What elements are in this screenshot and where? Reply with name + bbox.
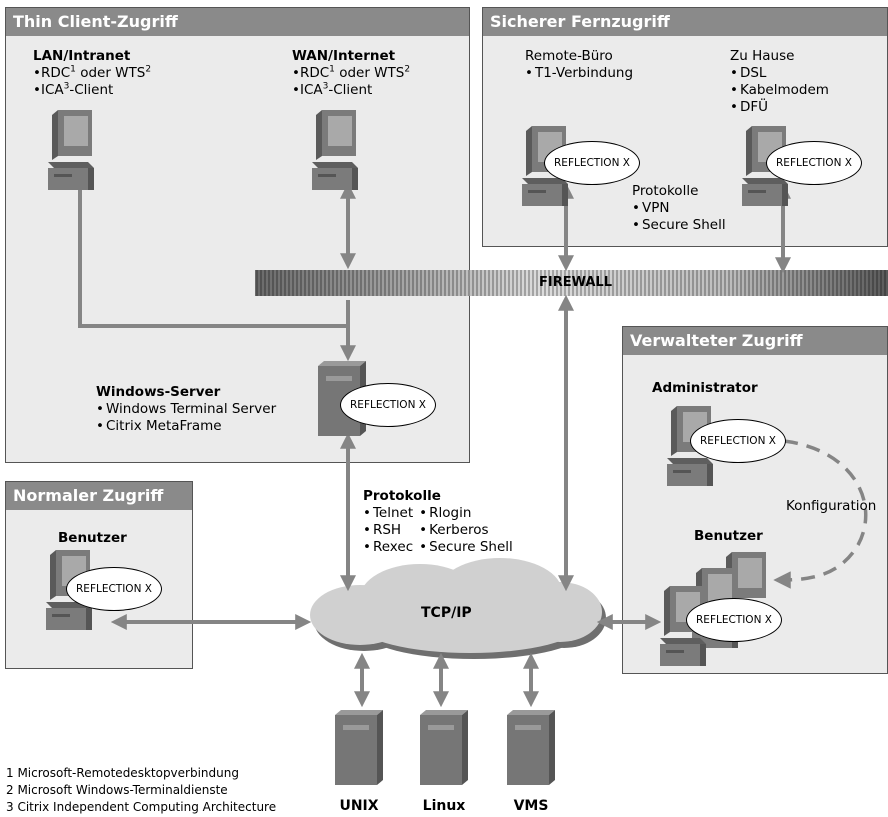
panel-secure-remote-title: Sicherer Fernzugriff [483, 8, 887, 36]
server-label-linux: Linux [422, 798, 466, 814]
network-label: TCP/IP [421, 605, 472, 621]
windows-server-heading: Windows-Server [96, 384, 221, 400]
secure-protocols-block: Protokolle VPN Secure Shell [632, 183, 726, 234]
lan-block: LAN/Intranet •RDC1 oder WTS2 •ICA3-Clien… [33, 48, 151, 99]
remote-office-block: Remote-Büro T1-Verbindung [525, 48, 633, 82]
protocol-item: Telnet [363, 505, 413, 522]
home-block: Zu Hause DSL Kabelmodem DFÜ [730, 48, 829, 116]
tcpip-cloud [310, 558, 606, 659]
lan-item-2: •ICA3-Client [33, 81, 114, 98]
remote-office-heading: Remote-Büro [525, 48, 613, 64]
server-label-vms: VMS [513, 798, 549, 814]
panel-managed-title: Verwalteter Zugriff [623, 327, 887, 355]
reflection-x-admin: REFLECTION X [690, 419, 786, 463]
linux-server-icon [420, 710, 468, 785]
footnote-1: 1 Microsoft-Remotedesktopverbindung [6, 766, 239, 780]
reflection-x-normal-user: REFLECTION X [66, 567, 162, 611]
configuration-arc [773, 439, 868, 589]
wan-heading: WAN/Internet [292, 48, 396, 64]
admin-label: Administrator [652, 380, 758, 396]
reflection-x-remote-office: REFLECTION X [544, 141, 640, 185]
lan-item-1: •RDC1 oder WTS2 [33, 64, 152, 81]
secure-protocols-heading: Protokolle [632, 183, 699, 199]
panel-normal-title: Normaler Zugriff [6, 482, 192, 510]
wan-pc-icon [312, 110, 358, 190]
home-item: DSL [730, 65, 829, 82]
lan-heading: LAN/Intranet [33, 48, 131, 64]
windows-server-item: Citrix MetaFrame [96, 418, 276, 435]
footnote-2: 2 Microsoft Windows-Terminaldienste [6, 783, 228, 797]
managed-users-label: Benutzer [694, 528, 763, 544]
reflection-x-windows-server: REFLECTION X [340, 383, 436, 427]
remote-office-item: T1-Verbindung [525, 65, 633, 82]
center-protocols-heading: Protokolle [363, 488, 441, 504]
unix-server-icon [335, 710, 383, 785]
center-protocols-block: Protokolle Telnet RSH Rexec Rlogin Kerbe… [363, 488, 513, 556]
secure-protocol-item: VPN [632, 200, 726, 217]
footnote-3: 3 Citrix Independent Computing Architect… [6, 800, 277, 814]
lan-pc-icon [48, 110, 94, 190]
normal-user-label: Benutzer [58, 530, 127, 546]
protocol-item: RSH [363, 522, 413, 539]
windows-server-item: Windows Terminal Server [96, 401, 276, 418]
reflection-x-managed-users: REFLECTION X [686, 598, 782, 642]
wan-item-2: •ICA3-Client [292, 81, 373, 98]
panel-thin-client-title: Thin Client-Zugriff [6, 8, 469, 36]
reflection-x-home: REFLECTION X [766, 141, 862, 185]
protocol-item: Rlogin [419, 505, 513, 522]
home-heading: Zu Hause [730, 48, 795, 64]
protocol-item: Secure Shell [419, 539, 513, 556]
home-item: Kabelmodem [730, 82, 829, 99]
protocol-item: Rexec [363, 539, 413, 556]
server-label-unix: UNIX [339, 798, 379, 814]
firewall-band [255, 270, 888, 296]
panel-thin-client: Thin Client-Zugriff [5, 7, 470, 463]
windows-server-block: Windows-Server Windows Terminal Server C… [96, 384, 276, 435]
firewall-label: FIREWALL [539, 275, 612, 290]
vms-server-icon [507, 710, 555, 785]
wan-item-1: •RDC1 oder WTS2 [292, 64, 411, 81]
configuration-label: Konfiguration [786, 498, 877, 514]
secure-protocol-item: Secure Shell [632, 217, 726, 234]
wan-block: WAN/Internet •RDC1 oder WTS2 •ICA3-Clien… [292, 48, 410, 99]
protocol-item: Kerberos [419, 522, 513, 539]
home-item: DFÜ [730, 99, 829, 116]
